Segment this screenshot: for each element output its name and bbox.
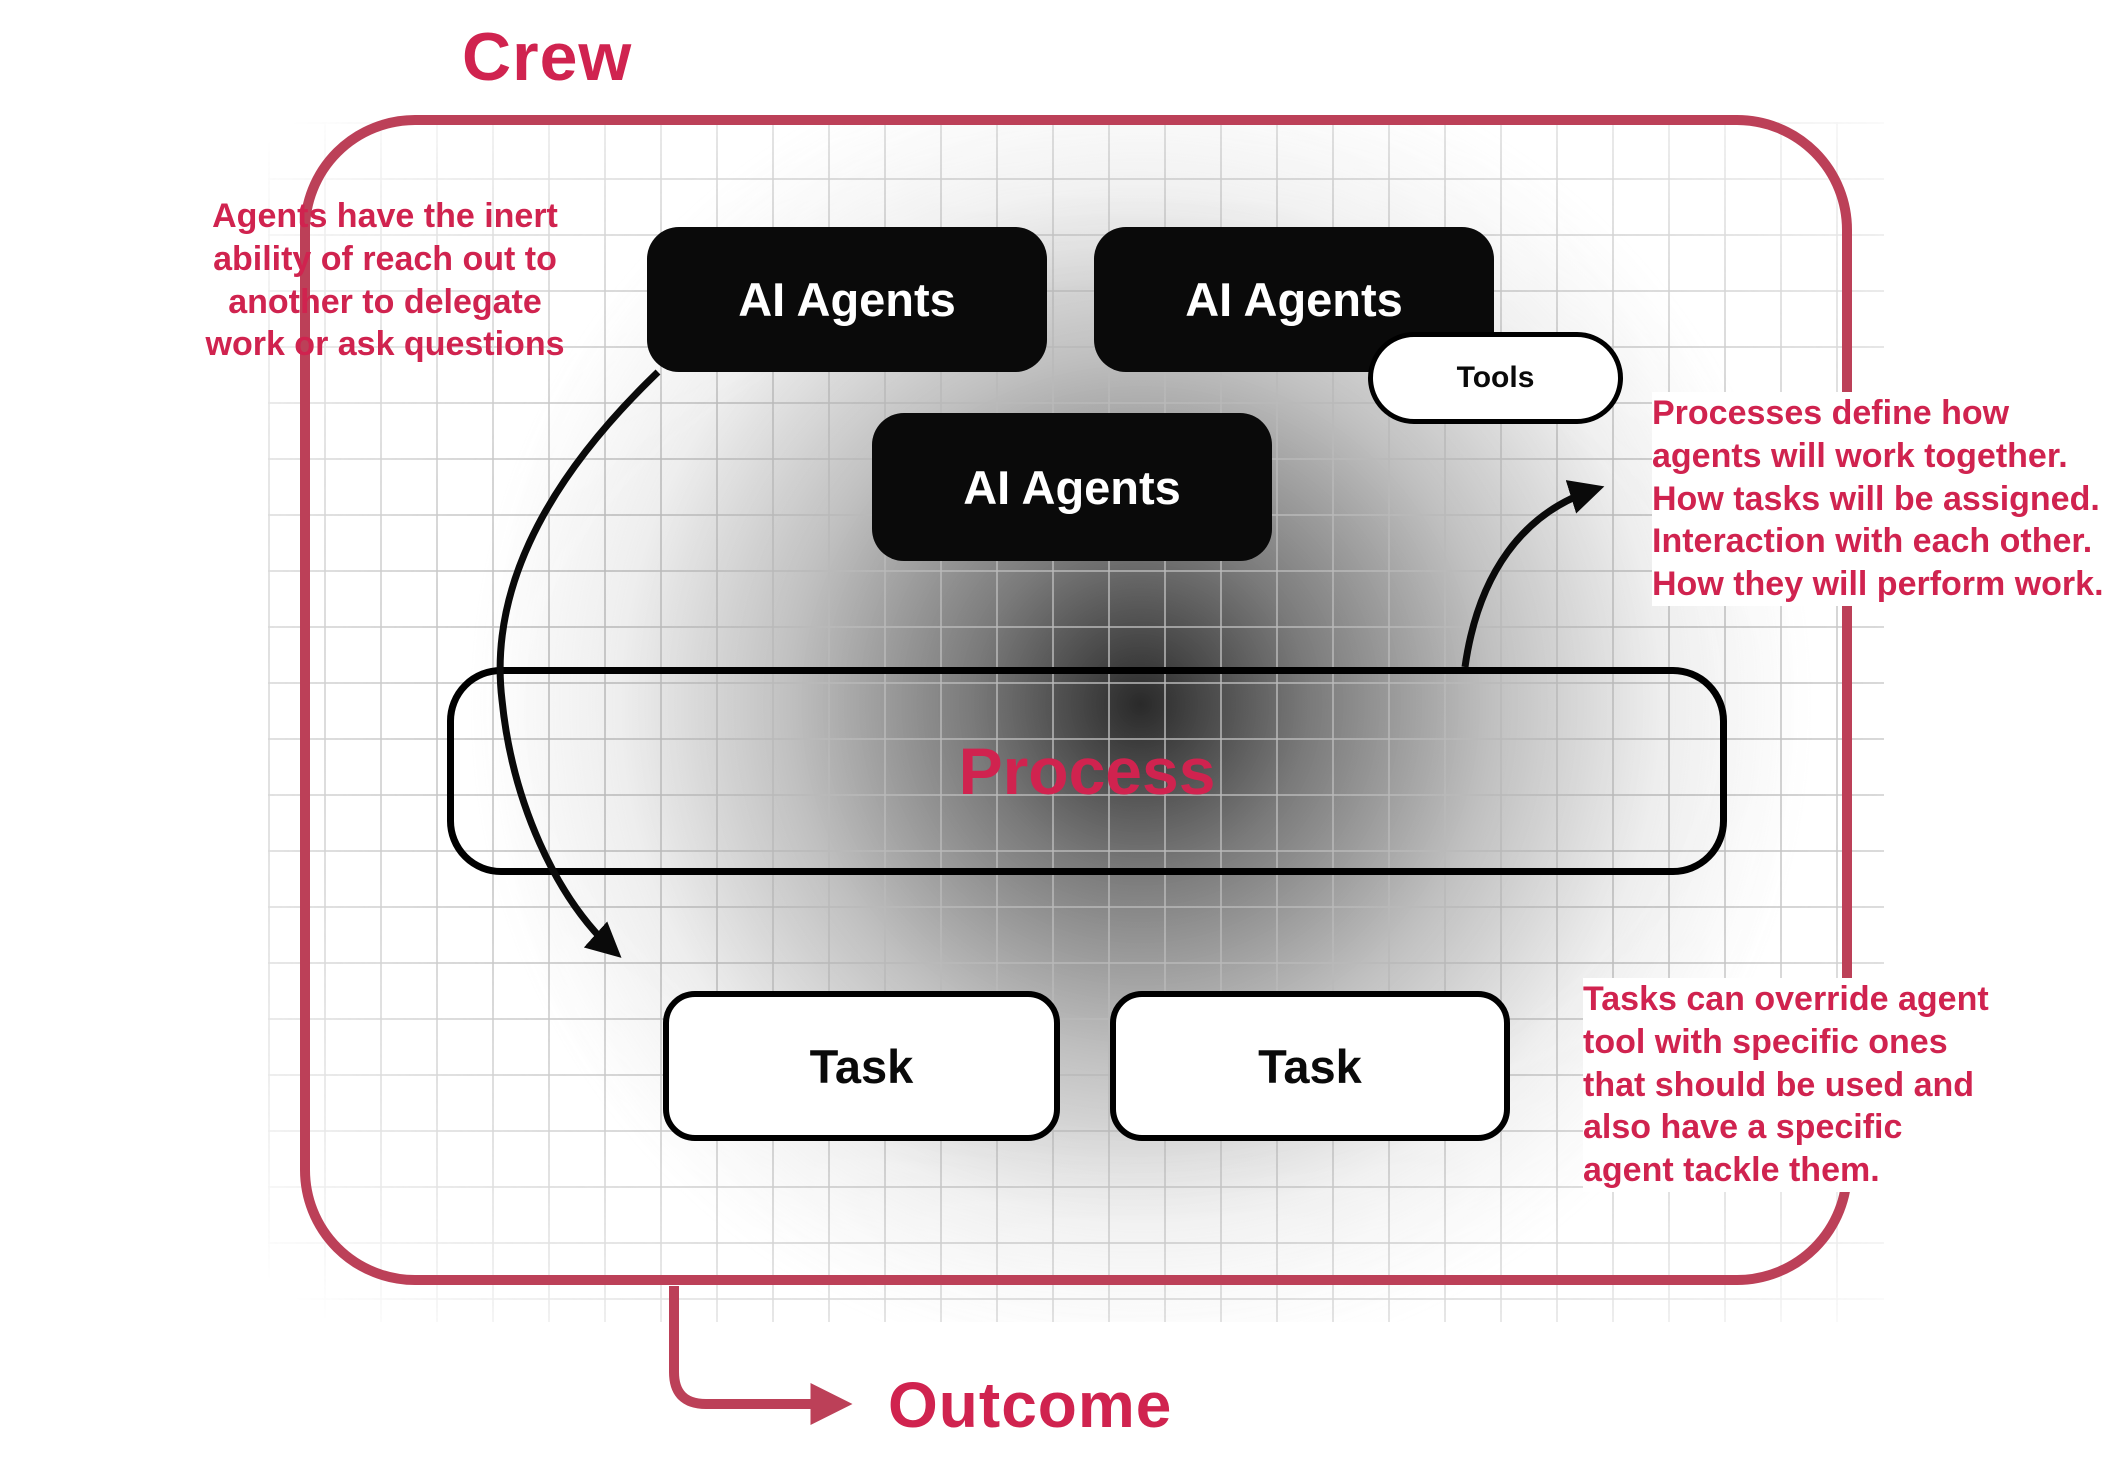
task-node-1: Task [663, 991, 1060, 1141]
tools-pill-label: Tools [1456, 361, 1535, 394]
ai-agents-node-2: AI Agents [1094, 227, 1494, 372]
ai-agents-node-1-label: AI Agents [738, 273, 956, 326]
ai-agents-node-3: AI Agents [872, 413, 1272, 561]
task-node-1-label: Task [809, 1039, 914, 1093]
annotation-process: Processes define how agents will work to… [1652, 392, 2122, 607]
outcome-title: Outcome [888, 1369, 1173, 1441]
crew-boundary-border [300, 115, 1852, 1285]
ai-agents-node-1: AI Agents [647, 227, 1047, 372]
ai-agents-node-3-label: AI Agents [963, 460, 1181, 514]
ai-agents-node-2-label: AI Agents [1185, 273, 1403, 326]
process-bar: Process [447, 667, 1727, 875]
annotation-tasks: Tasks can override agent tool with speci… [1583, 978, 2043, 1193]
task-node-2-label: Task [1258, 1039, 1362, 1093]
annotation-delegation: Agents have the inert ability of reach o… [205, 197, 565, 364]
crew-title: Crew [462, 19, 633, 95]
tools-pill: Tools [1368, 332, 1623, 424]
task-node-2: Task [1110, 991, 1510, 1141]
process-bar-label: Process [958, 734, 1216, 808]
